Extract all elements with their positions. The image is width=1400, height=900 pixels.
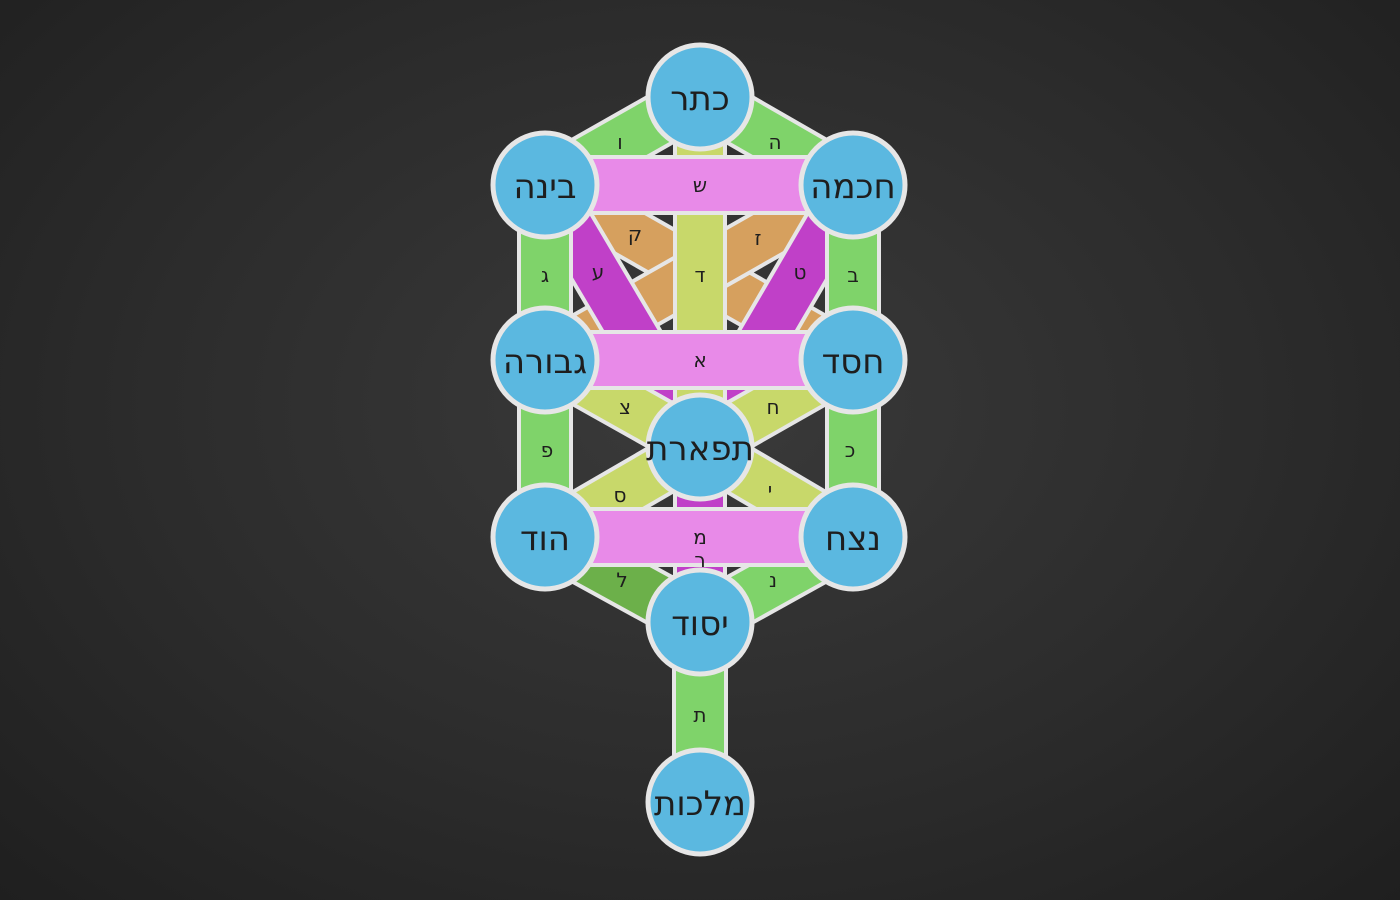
sephira-circle [798, 305, 908, 415]
sephira-binah: בינה [490, 130, 600, 240]
sephira-yesod: יסוד [645, 567, 755, 677]
path-letter: ק [628, 222, 642, 246]
sephira-circle [645, 392, 755, 502]
sephira-name: גבורה [503, 342, 587, 382]
sephira-name: חסד [822, 342, 885, 382]
sephira-name: בינה [513, 167, 576, 207]
path-letter: ר [694, 548, 705, 572]
path-letter: ב [847, 263, 859, 287]
path-labels-layer: ק ז ע ט ר ד צ ח ס י ו ה ג ב פ כ ל נ ת ש א מ [541, 130, 859, 727]
sephira-circle [645, 567, 755, 677]
sephira-name: הוד [520, 519, 570, 559]
path-letter: ל [616, 568, 627, 592]
path-letter: צ [619, 395, 631, 419]
sephira-circle [490, 305, 600, 415]
sephira-circle [645, 42, 755, 152]
sephira-circle [798, 130, 908, 240]
sephira-hod: הוד [490, 482, 600, 592]
path-letter: מ [693, 525, 707, 549]
sephira-netzach: נצח [798, 482, 908, 592]
sephira-chesed: חסד [798, 305, 908, 415]
path-letter: ז [755, 226, 762, 250]
path-letter: כ [845, 438, 856, 462]
sephira-name: תפארת [646, 429, 754, 469]
sephira-name: יסוד [671, 604, 729, 644]
sephira-name: נצח [825, 519, 881, 559]
sephira-circle [645, 747, 755, 857]
path-letter: ע [592, 260, 605, 284]
sephira-name: מלכות [654, 784, 746, 824]
sephira-keter: כתר [645, 42, 755, 152]
path-letter: ו [617, 130, 622, 154]
path-letter: ה [768, 130, 781, 154]
sephira-tiferet: תפארת [645, 392, 755, 502]
path-letter: ח [766, 395, 779, 419]
sephira-chokhmah: חכמה [798, 130, 908, 240]
sephira-gevurah: גבורה [490, 305, 600, 415]
path-letter: ט [794, 260, 807, 284]
sephira-malkhut: מלכות [645, 747, 755, 857]
sephira-circle [798, 482, 908, 592]
path-letter: ש [693, 173, 707, 197]
sephira-name: חכמה [810, 167, 896, 207]
sephira-circle [490, 130, 600, 240]
path-letter: ס [614, 483, 627, 507]
path-letter: א [693, 348, 706, 372]
path-letter: י [768, 478, 772, 502]
sephira-circle [490, 482, 600, 592]
path-letter: ד [695, 263, 706, 287]
sephira-name: כתר [670, 79, 730, 119]
path-letter: ת [693, 703, 706, 727]
path-letter: ג [541, 263, 549, 287]
path-letter: פ [541, 438, 554, 462]
path-letter: נ [769, 568, 777, 592]
